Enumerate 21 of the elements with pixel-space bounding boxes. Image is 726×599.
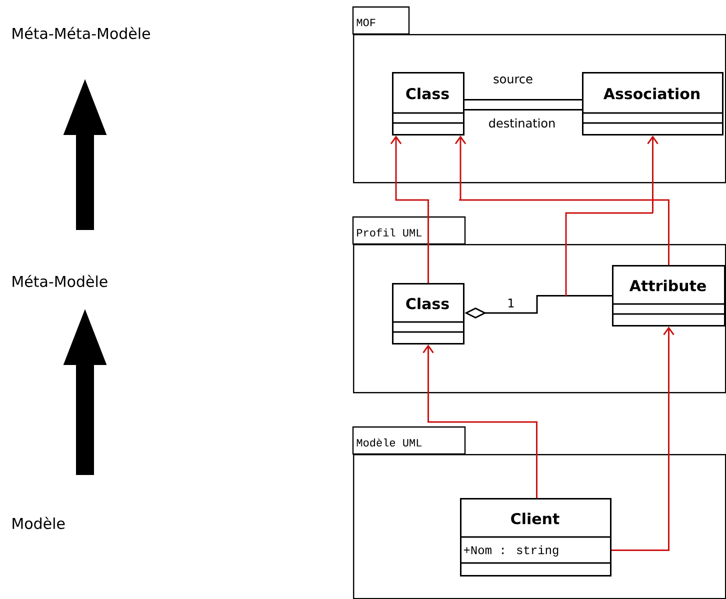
class-box: Class	[392, 283, 464, 344]
level-label: Méta-Méta-Modèle	[12, 26, 150, 40]
association-line	[464, 99, 582, 100]
arrow	[390, 136, 429, 283]
edge-label: destination	[487, 117, 557, 129]
edge-label: 1	[506, 298, 516, 308]
arrow	[565, 136, 658, 296]
edge-label: source	[492, 76, 534, 84]
arrow	[454, 136, 670, 265]
arrow	[422, 344, 538, 498]
class-box: Association	[582, 72, 724, 136]
arrow	[612, 326, 674, 551]
level-label: Modèle	[12, 516, 65, 530]
class-box: Client +Nom : string	[460, 498, 612, 576]
class-box: Attribute	[612, 265, 726, 326]
association-line	[464, 109, 582, 110]
class-box: Class	[392, 72, 464, 136]
node-label: Modèle UML	[356, 438, 422, 447]
node-label: MOF	[356, 18, 376, 26]
level-label: Méta-Modèle	[12, 274, 108, 288]
node-label: Profil UML	[357, 228, 422, 237]
